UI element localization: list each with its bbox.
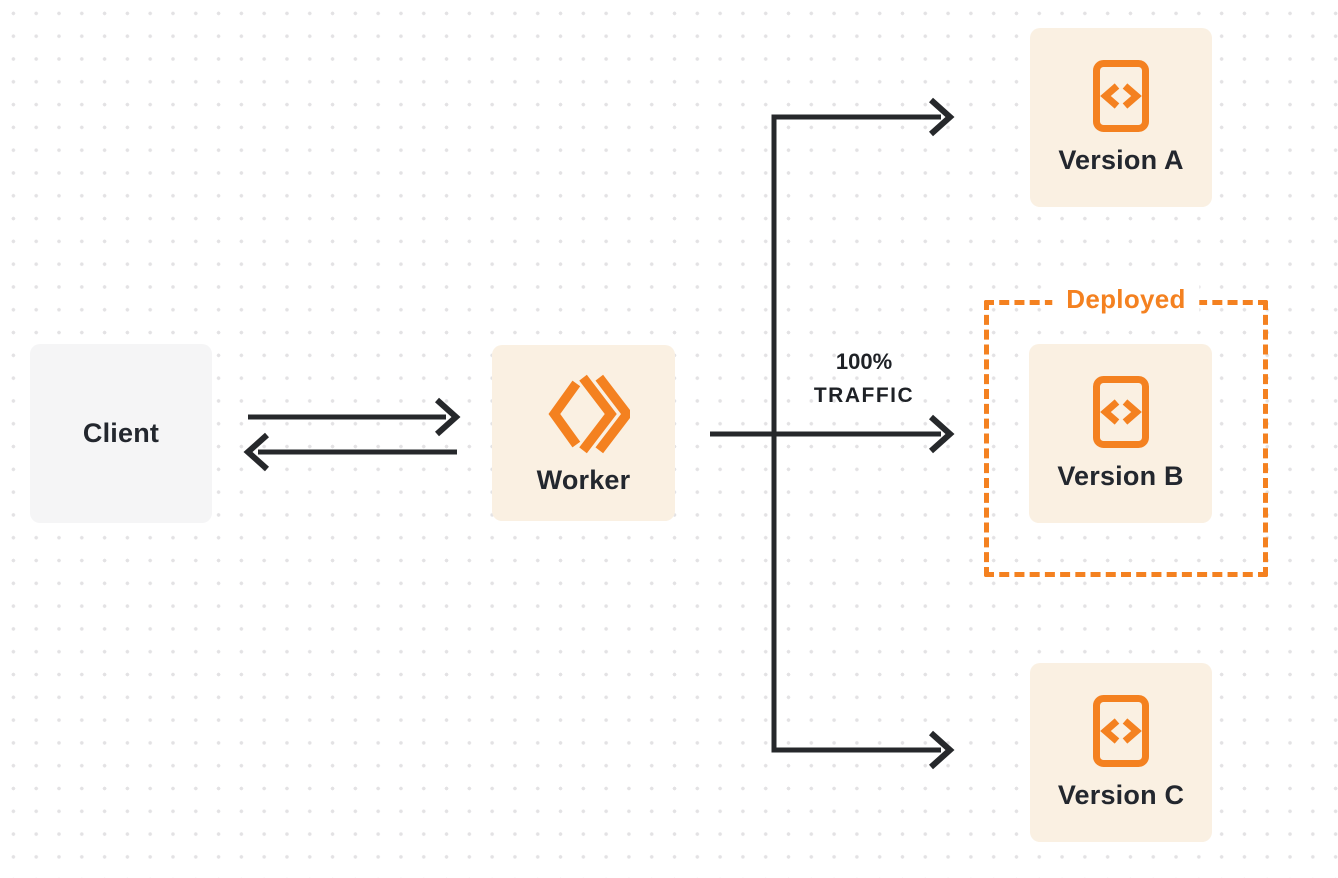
version-c-node: Version C [1030, 663, 1212, 842]
traffic-annotation: 100% TRAFFIC [776, 349, 952, 408]
client-node: Client [30, 344, 212, 523]
edge-worker-to-version-b [710, 414, 955, 454]
worker-node: Worker [492, 345, 675, 521]
version-b-node: Version B [1029, 344, 1212, 523]
workers-double-chevron-icon [547, 374, 630, 453]
edge-branch-bracket [771, 97, 955, 770]
client-label: Client [82, 418, 160, 448]
code-file-icon [1093, 60, 1149, 132]
traffic-word-text: TRAFFIC [813, 384, 915, 407]
version-a-node: Version A [1030, 28, 1212, 207]
code-file-icon [1092, 376, 1149, 448]
traffic-percent-text: 100% [835, 349, 893, 374]
version-a-label: Version A [1058, 145, 1184, 175]
deployed-frame: Deployed [984, 284, 1268, 577]
version-c-label: Version C [1057, 780, 1185, 810]
worker-label: Worker [536, 464, 631, 495]
edge-client-to-worker [248, 397, 461, 437]
deployed-label: Deployed [1052, 284, 1200, 315]
version-b-label: Version B [1057, 461, 1184, 491]
code-file-icon [1093, 695, 1149, 767]
edge-worker-to-client [243, 432, 457, 472]
